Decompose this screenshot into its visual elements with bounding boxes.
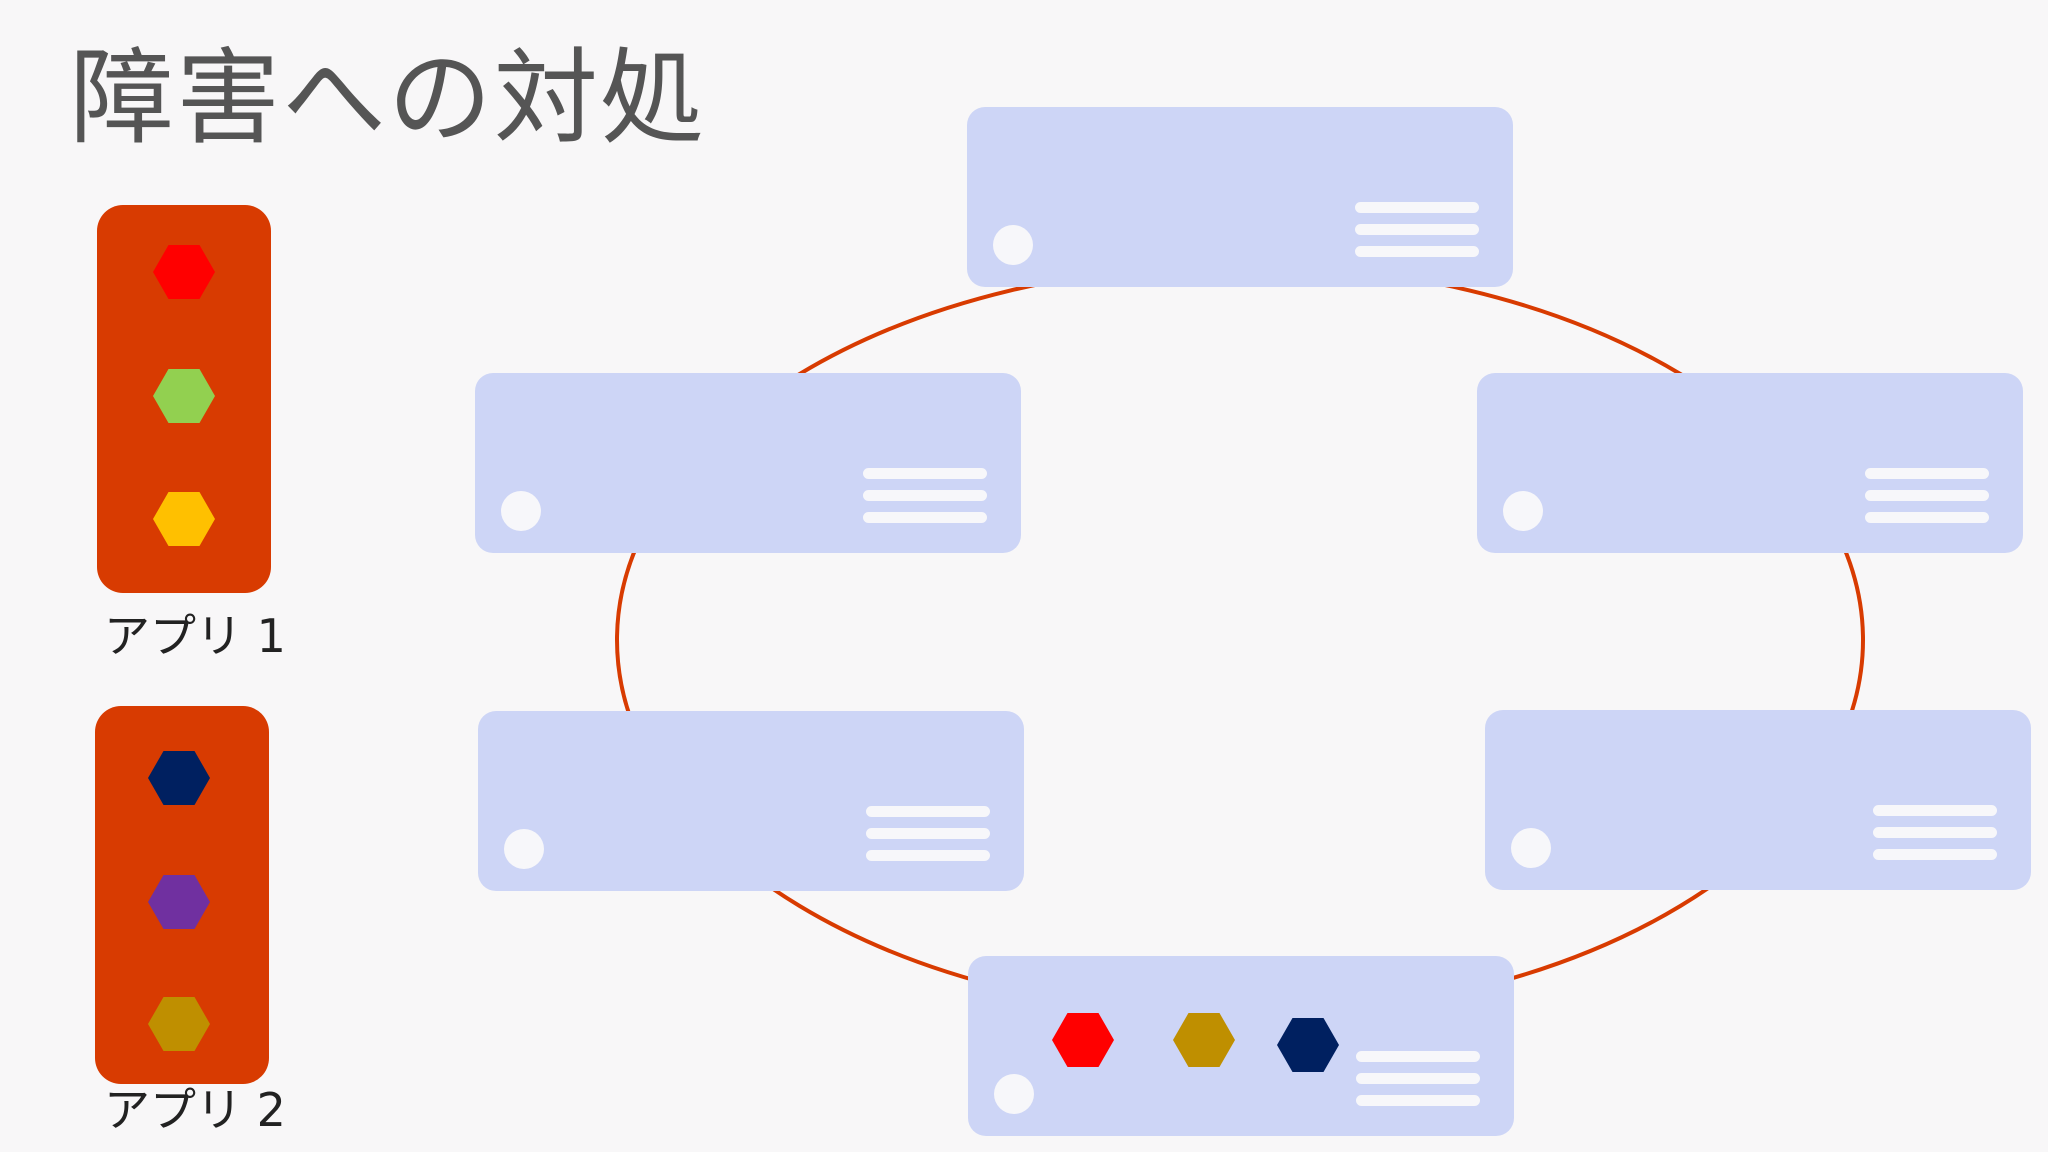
server-node-lower-left (478, 711, 1024, 891)
server-node-upper-left (475, 373, 1021, 553)
server-vent-line (1865, 490, 1989, 501)
server-vent-line (866, 850, 990, 861)
server-vent-line (863, 512, 987, 523)
server-status-dot (504, 829, 544, 869)
server-node-top (967, 107, 1513, 287)
server-vent-line (1865, 468, 1989, 479)
server-vent-line (1865, 512, 1989, 523)
server-vent-line (1356, 1051, 1480, 1062)
server-vent-line (1873, 805, 1997, 816)
app-2-panel (95, 706, 269, 1084)
server-status-dot (1511, 828, 1551, 868)
gold-hexagon-icon (1173, 1013, 1235, 1067)
server-node-upper-right (1477, 373, 2023, 553)
server-status-dot (994, 1074, 1034, 1114)
red-hexagon-icon (1052, 1013, 1114, 1067)
server-node-bottom (968, 956, 1514, 1136)
app-1-label: アプリ 1 (104, 609, 286, 663)
server-status-dot (993, 225, 1033, 265)
server-vent-line (1355, 246, 1479, 257)
navy-hexagon-icon (1277, 1018, 1339, 1072)
server-node-lower-right (1485, 710, 2031, 890)
slide-title: 障害への対処 (70, 37, 707, 159)
server-vent-line (863, 490, 987, 501)
server-vent-line (866, 806, 990, 817)
server-vent-line (1355, 202, 1479, 213)
server-vent-line (863, 468, 987, 479)
server-status-dot (501, 491, 541, 531)
server-vent-line (866, 828, 990, 839)
app-1-panel (97, 205, 271, 593)
server-vent-line (1356, 1073, 1480, 1084)
server-vent-line (1873, 827, 1997, 838)
app-2-label: アプリ 2 (104, 1083, 286, 1137)
server-vent-line (1356, 1095, 1480, 1106)
server-vent-line (1873, 849, 1997, 860)
server-status-dot (1503, 491, 1543, 531)
server-vent-line (1355, 224, 1479, 235)
